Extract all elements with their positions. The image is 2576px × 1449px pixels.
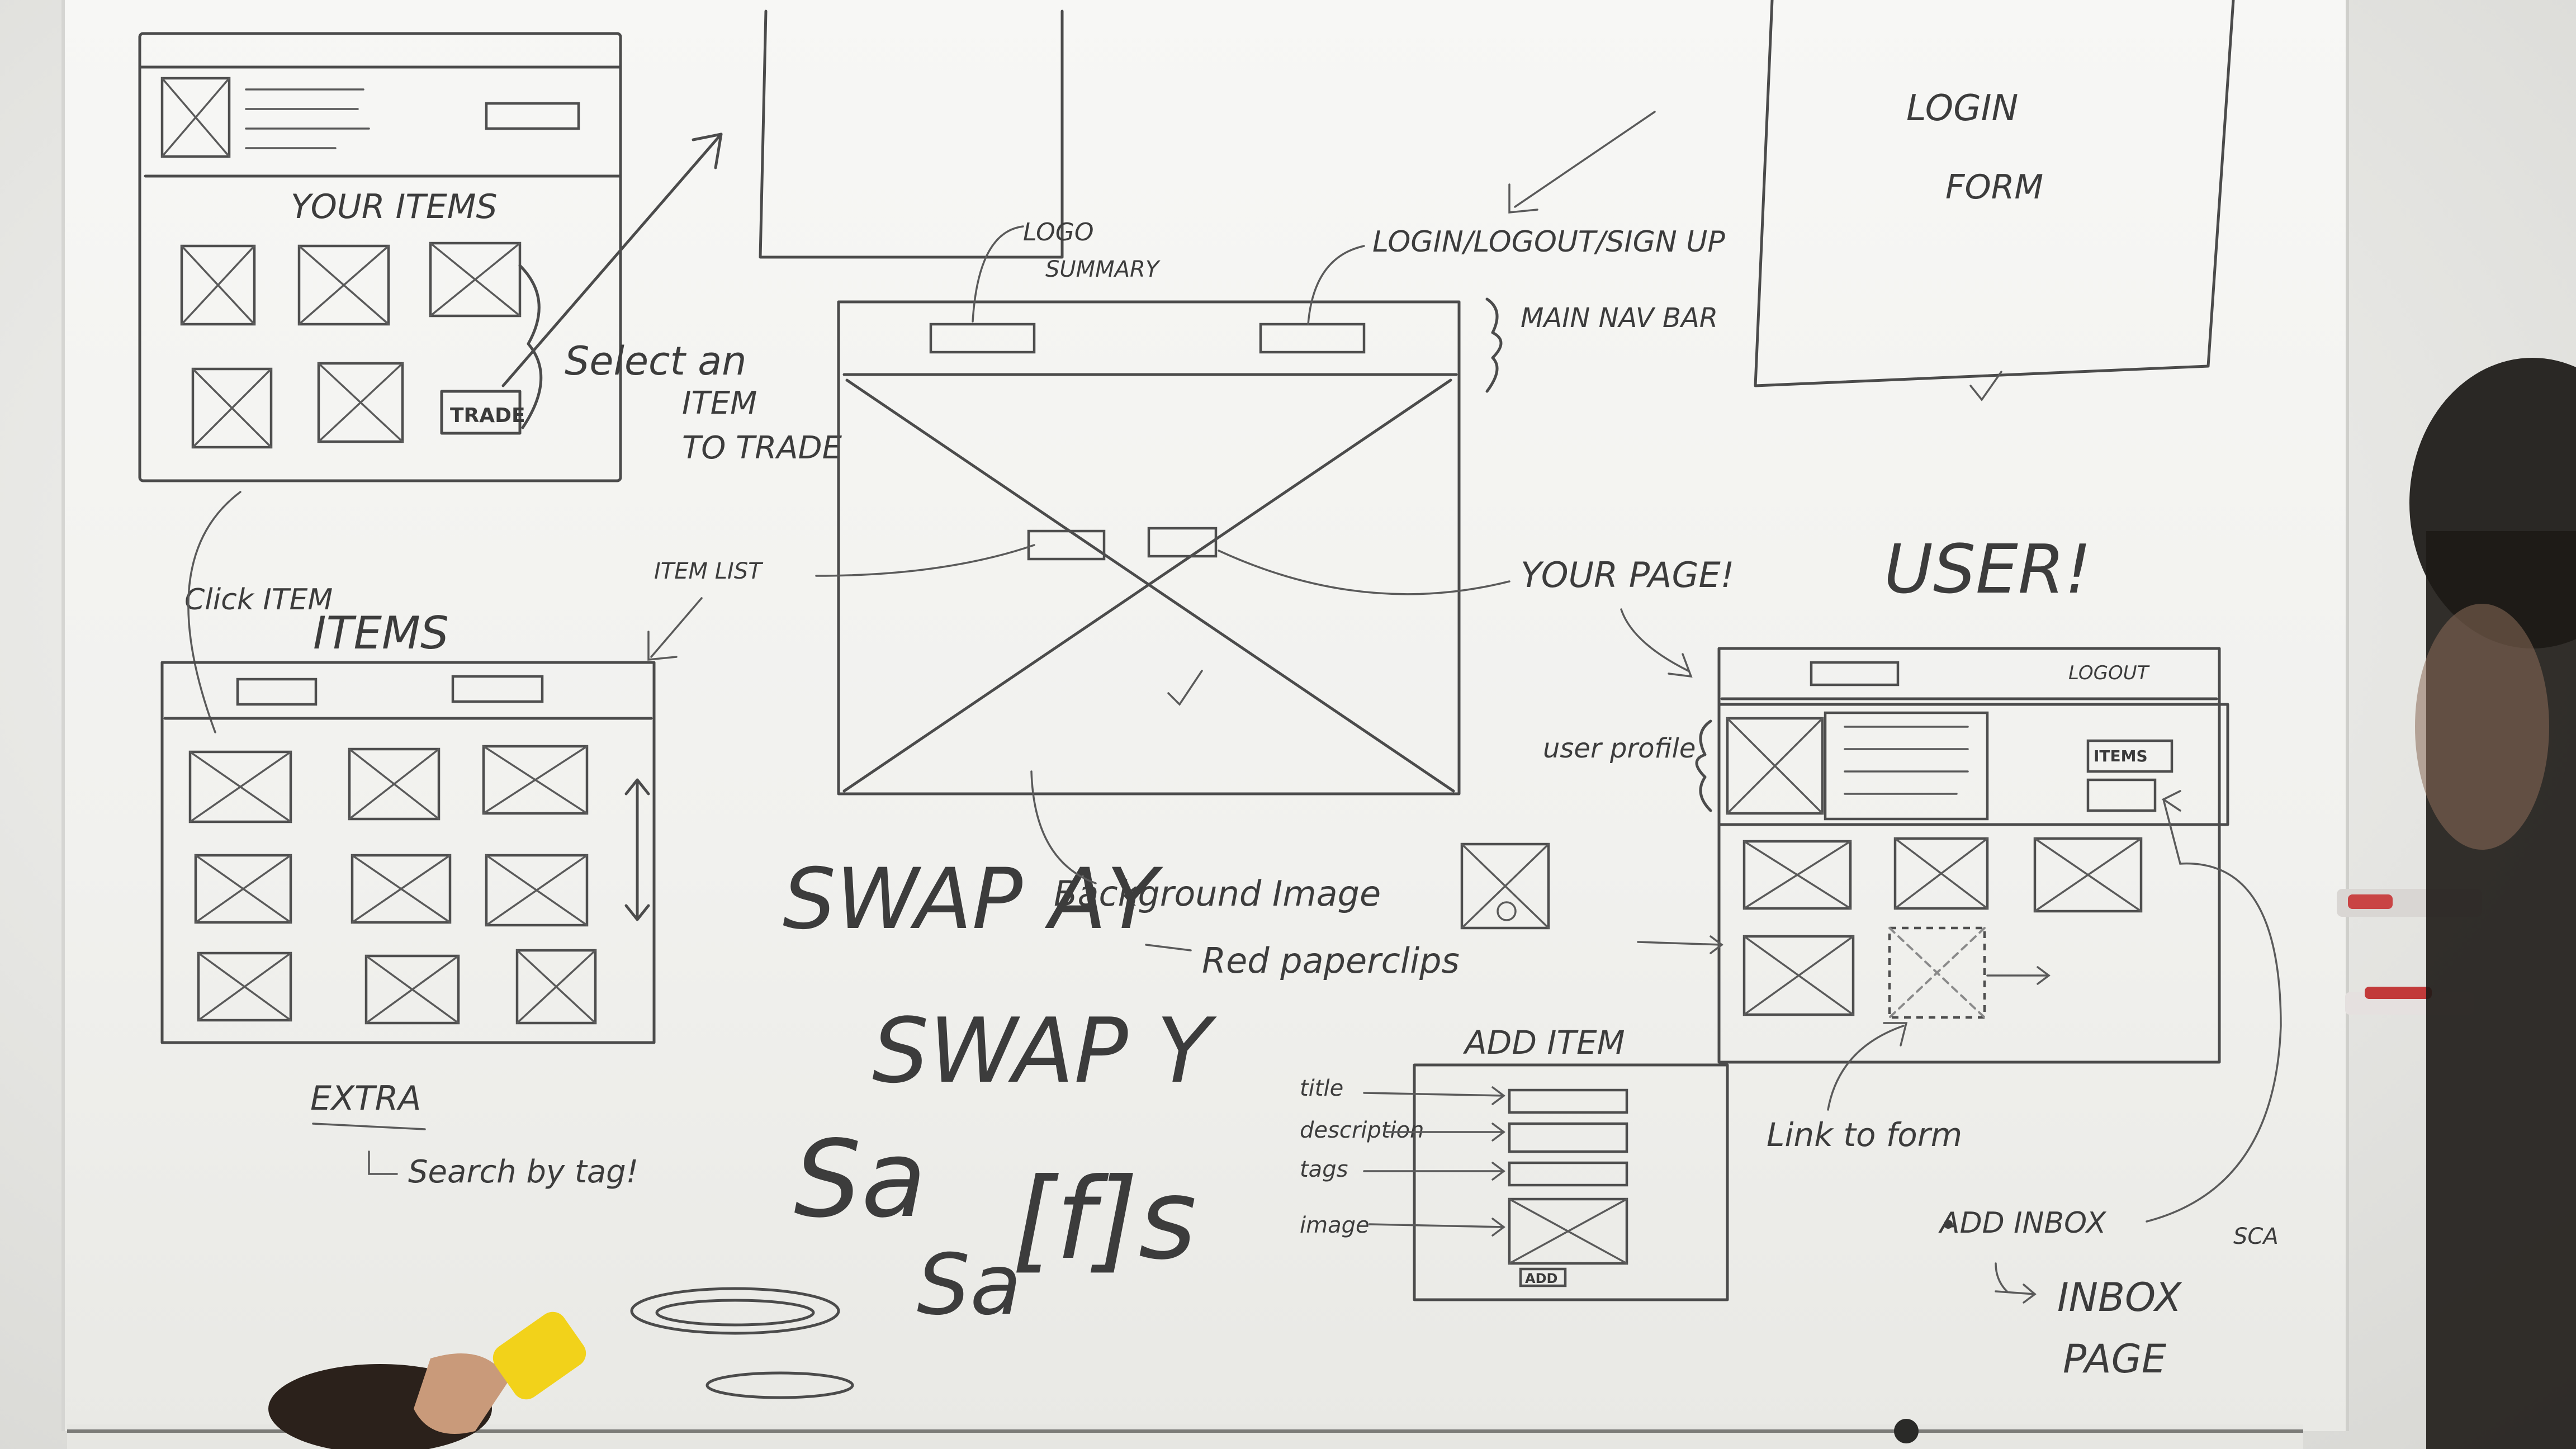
login-logout-signup-note: LOGIN/LOGOUT/SIGN UP (1372, 225, 1725, 259)
swap-ay-doodle: SWAP AY (783, 851, 1163, 948)
user-note: USER! (1884, 531, 2091, 609)
select-note-3: TO TRADE (682, 430, 842, 466)
home-page-wireframe: LOGO SUMMARY LOGIN/LOGOUT/SIGN UP MAIN N… (647, 111, 1735, 795)
add-button-sketch: ADD (1525, 1271, 1557, 1286)
red-paperclips-note: Red paperclips (1202, 940, 1460, 981)
paperclip-doodle-2 (705, 1371, 854, 1399)
add-inbox-note: ADD INBOX (1938, 1206, 2107, 1240)
sa-doodle: Sa (794, 1117, 926, 1241)
main-nav-note: MAIN NAV BAR (1521, 302, 1718, 334)
eraser (268, 1311, 586, 1449)
select-note-1: Select an (565, 338, 746, 384)
tags-label: tags (1300, 1157, 1348, 1182)
title-label: title (1300, 1076, 1343, 1101)
user-page-wireframe: USER! LOGOUT ITEMS user profile Link to … (1543, 531, 2282, 1382)
logo-note: LOGO (1023, 218, 1094, 247)
items-title: ITEMS (313, 607, 449, 659)
page-note: PAGE (2063, 1336, 2167, 1382)
form-note: FORM (1945, 168, 2043, 207)
your-page-note: YOUR PAGE! (1521, 555, 1735, 595)
item-list-note: ITEM LIST (654, 558, 764, 584)
background-image-note: Background Image (1054, 873, 1381, 914)
link-to-form-note: Link to form (1767, 1116, 1962, 1154)
add-item-wireframe: ADD ITEM ADD title description tags imag… (1300, 1024, 1729, 1301)
whiteboard (61, 0, 2349, 1431)
items-button-sketch: ITEMS (2094, 747, 2148, 765)
login-form-wireframe: LOGIN FORM (1754, 0, 2235, 401)
item-grid (180, 242, 522, 449)
image-label: image (1300, 1213, 1370, 1238)
extra-note: EXTRA (310, 1079, 421, 1118)
sa-doodle-2: Sa (917, 1237, 1021, 1334)
add-item-title: ADD ITEM (1462, 1024, 1625, 1062)
brand-doodles: SWAP AY Background Image Red paperclips … (630, 770, 1550, 1399)
user-profile-note: user profile (1543, 733, 1696, 764)
summary-note: SUMMARY (1045, 257, 1161, 282)
trade-page-wireframe: YOUR ITEMS TRADE Select an ITEM TO TRADE (138, 32, 842, 482)
confirm-trade-wireframe (759, 10, 1064, 259)
trade-button-sketch: TRADE (450, 404, 525, 427)
paperclip-doodle (630, 1287, 840, 1335)
swap-py-doodle: SWAP Y (872, 998, 1218, 1103)
inbox-note: INBOX (2057, 1275, 2182, 1320)
select-note-2: ITEM (682, 385, 757, 422)
description-label: description (1300, 1117, 1424, 1143)
side-note: SCA (2233, 1224, 2279, 1249)
logout-note: LOGOUT (2068, 662, 2150, 684)
your-items-label: YOUR ITEMS (291, 187, 498, 226)
login-note: LOGIN (1906, 88, 2018, 129)
profile-image-placeholder (160, 77, 231, 158)
click-item-note: Click ITEM (184, 583, 333, 617)
items-grid (188, 745, 597, 1025)
user-items-grid (1742, 837, 2143, 1019)
items-page-wireframe: Click ITEM ITEMS EXTRA Search by tag! (160, 491, 656, 1190)
person-silhouette (2409, 358, 2576, 1449)
fs-doodle: [f]s (1012, 1154, 1197, 1285)
search-by-tag-note: Search by tag! (408, 1154, 638, 1190)
image-placeholder-doodle (1460, 842, 1550, 930)
